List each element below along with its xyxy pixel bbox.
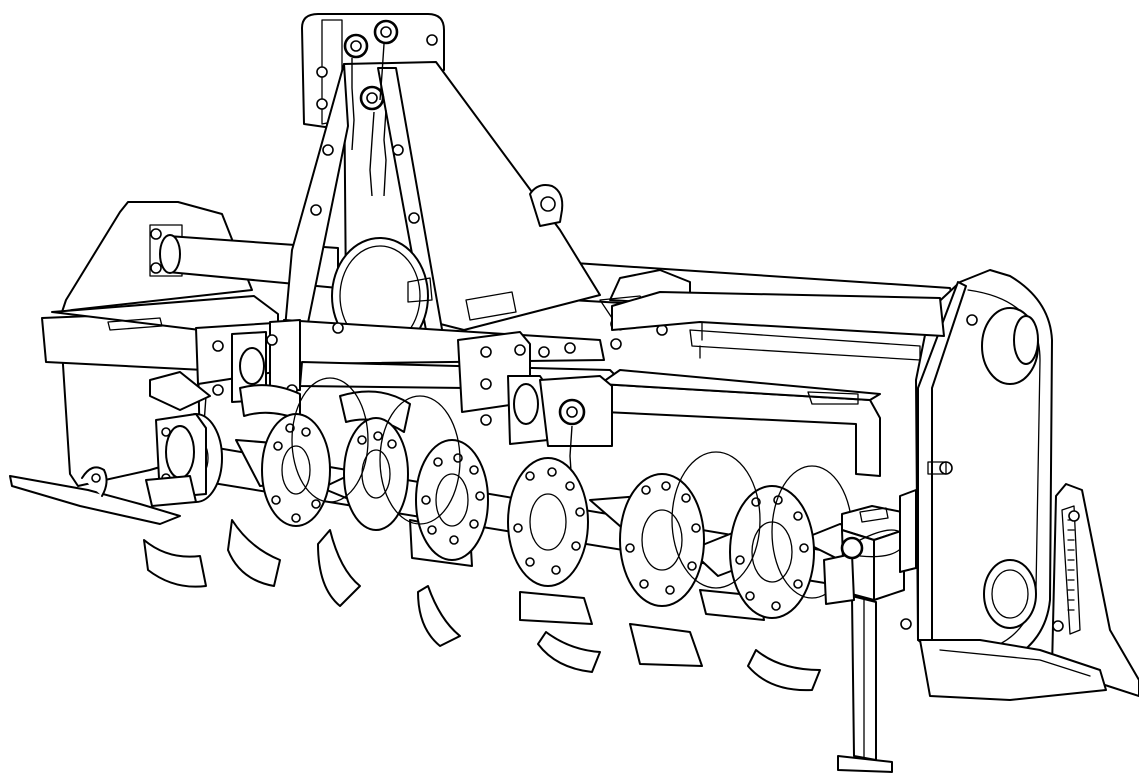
parking-stand (823, 489, 917, 773)
three-point-hitch (281, 13, 601, 363)
side-skid (919, 483, 1139, 701)
flanges (169, 377, 853, 619)
side-gearbox-cover (900, 269, 1053, 675)
main-frame (41, 295, 921, 521)
left-skid (9, 466, 181, 525)
left-drive-housing (145, 413, 207, 507)
right-frame-bar (611, 291, 945, 341)
